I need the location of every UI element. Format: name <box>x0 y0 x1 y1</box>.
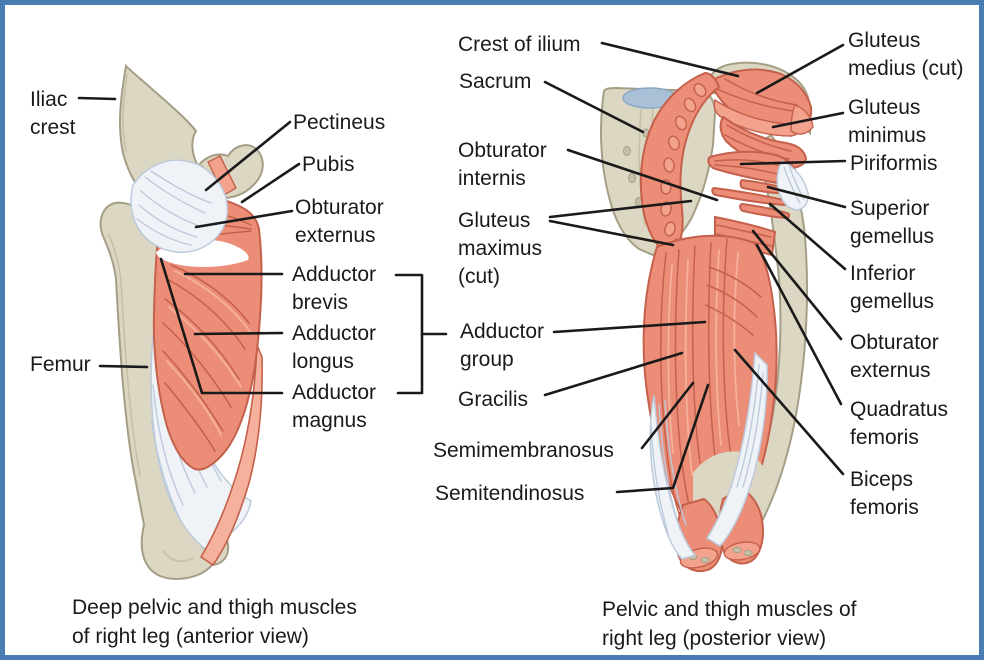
label-adductor-longus: Adductor longus <box>292 322 377 373</box>
label-gracilis: Gracilis <box>458 388 529 411</box>
leader-adductor-longus <box>193 331 284 336</box>
leader-lines <box>77 41 847 494</box>
label-adductor-magnus: Adductor magnus <box>292 381 377 432</box>
leader-superior-gemellus <box>766 185 847 209</box>
label-adductor-brevis: Adductor brevis <box>292 263 377 314</box>
posterior-view-figure <box>600 61 814 573</box>
leader-gracilis <box>543 351 684 397</box>
leader-gluteus-maximus-1 <box>548 199 693 219</box>
leader-iliac-crest <box>77 96 117 101</box>
leader-gluteus-minimus <box>771 111 845 129</box>
leader-adductor-magnus <box>159 257 284 395</box>
leader-gluteus-medius <box>755 43 845 95</box>
leader-femur <box>98 364 149 369</box>
leader-pubis <box>240 162 301 204</box>
leader-pectineus <box>204 120 292 192</box>
leader-crest-of-ilium <box>600 41 740 78</box>
leader-quadratus-femoris <box>755 243 843 406</box>
label-gluteus-minimus: Gluteus minimus <box>848 96 927 147</box>
label-pubis: Pubis <box>302 153 355 176</box>
leader-biceps-femoris <box>733 348 845 476</box>
adductor-group-bracket <box>394 273 424 395</box>
label-gluteus-maximus-cut: Gluteus maximus (cut) <box>458 209 543 288</box>
leader-adductor-group <box>552 320 707 334</box>
leader-semitendinosus <box>615 383 710 494</box>
label-semimembranosus: Semimembranosus <box>433 439 614 462</box>
label-pectineus: Pectineus <box>293 111 386 134</box>
leader-sacrum <box>543 80 645 134</box>
illustration-canvas <box>77 41 847 580</box>
label-piriformis: Piriformis <box>850 152 938 175</box>
posterior-caption: Pelvic and thigh muscles of right leg (p… <box>602 598 857 650</box>
label-femur: Femur <box>30 353 91 376</box>
label-biceps-femoris: Biceps femoris <box>850 468 919 519</box>
label-superior-gemellus: Superior gemellus <box>850 197 935 248</box>
trochanter-ligament <box>776 160 809 211</box>
label-adductor-group: Adductor group <box>460 320 545 371</box>
label-sacrum: Sacrum <box>459 70 532 93</box>
label-gluteus-medius-cut: Gluteus medius (cut) <box>848 29 964 80</box>
leader-inferior-gemellus <box>768 202 847 271</box>
label-semitendinosus: Semitendinosus <box>435 482 585 505</box>
label-iliac-crest: Iliac crest <box>30 88 76 139</box>
anterior-caption: Deep pelvic and thigh muscles of right l… <box>72 596 357 648</box>
leader-obturator-internis <box>566 148 719 202</box>
hip-ligament <box>130 159 229 254</box>
leader-gluteus-maximus-2 <box>548 219 675 247</box>
leader-obturator-externus-post <box>751 229 843 341</box>
label-crest-of-ilium: Crest of ilium <box>458 33 581 56</box>
gracilis-band <box>199 344 263 567</box>
label-inferior-gemellus: Inferior gemellus <box>850 262 935 313</box>
leader-obturator-externus-ant <box>194 209 294 229</box>
label-obturator-externus-anterior: Obturator externus <box>295 196 384 247</box>
label-obturator-externus-posterior: Obturator externus <box>850 331 939 382</box>
gluteus-medius-flap <box>790 104 814 135</box>
leader-semimembranosus <box>640 381 695 450</box>
leader-piriformis <box>739 159 847 166</box>
label-quadratus-femoris: Quadratus femoris <box>850 398 949 449</box>
label-obturator-internis: Obturator internis <box>458 139 547 190</box>
